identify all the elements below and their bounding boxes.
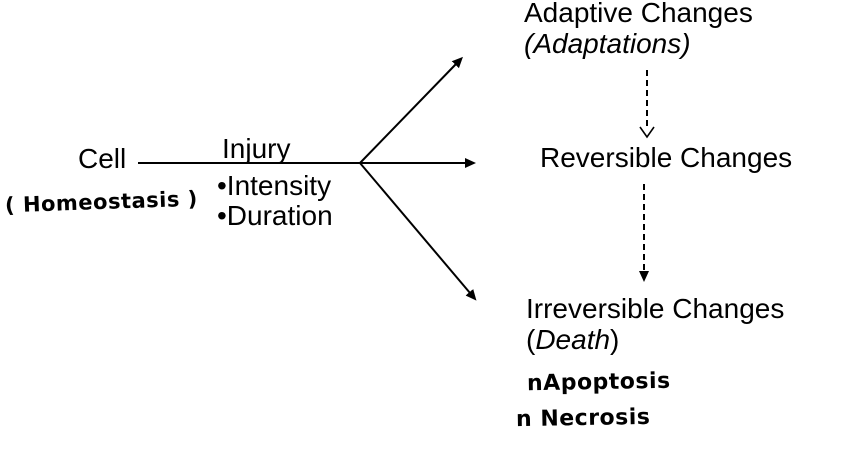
paren-close: ) <box>610 324 620 355</box>
irreversible-changes-node: Irreversible Changes (Death) <box>526 293 784 355</box>
paren-open: ( <box>526 324 536 355</box>
note-apoptosis: nApoptosis <box>527 369 671 397</box>
adaptive-changes-subtitle: (Adaptations) <box>524 28 691 59</box>
note-apoptosis-text: Apoptosis <box>542 368 671 396</box>
cell-label: Cell <box>78 143 127 174</box>
death-word: Death <box>535 324 611 355</box>
adaptive-changes-node: Adaptive Changes (Adaptations) <box>524 0 753 59</box>
reversible-changes-node: Reversible Changes <box>540 142 793 173</box>
note-necrosis: n Necrosis <box>516 405 651 432</box>
open-arrowhead-icon <box>639 126 655 139</box>
irreversible-changes-title: Irreversible Changes <box>526 293 785 324</box>
note-necrosis-marker: n <box>515 406 541 433</box>
injury-label: Injury <box>222 133 291 164</box>
irreversible-changes-subtitle: (Death) <box>526 324 784 355</box>
branch-arrow-adaptive <box>359 56 463 164</box>
injury-bullet-intensity: •Intensity <box>217 170 332 201</box>
branch-arrow-irreversible <box>359 162 477 301</box>
note-apoptosis-marker: n <box>526 370 544 397</box>
note-necrosis-text: Necrosis <box>540 404 651 432</box>
injury-bullet-duration: •Duration <box>217 200 333 231</box>
adaptive-changes-title: Adaptive Changes <box>524 0 753 28</box>
